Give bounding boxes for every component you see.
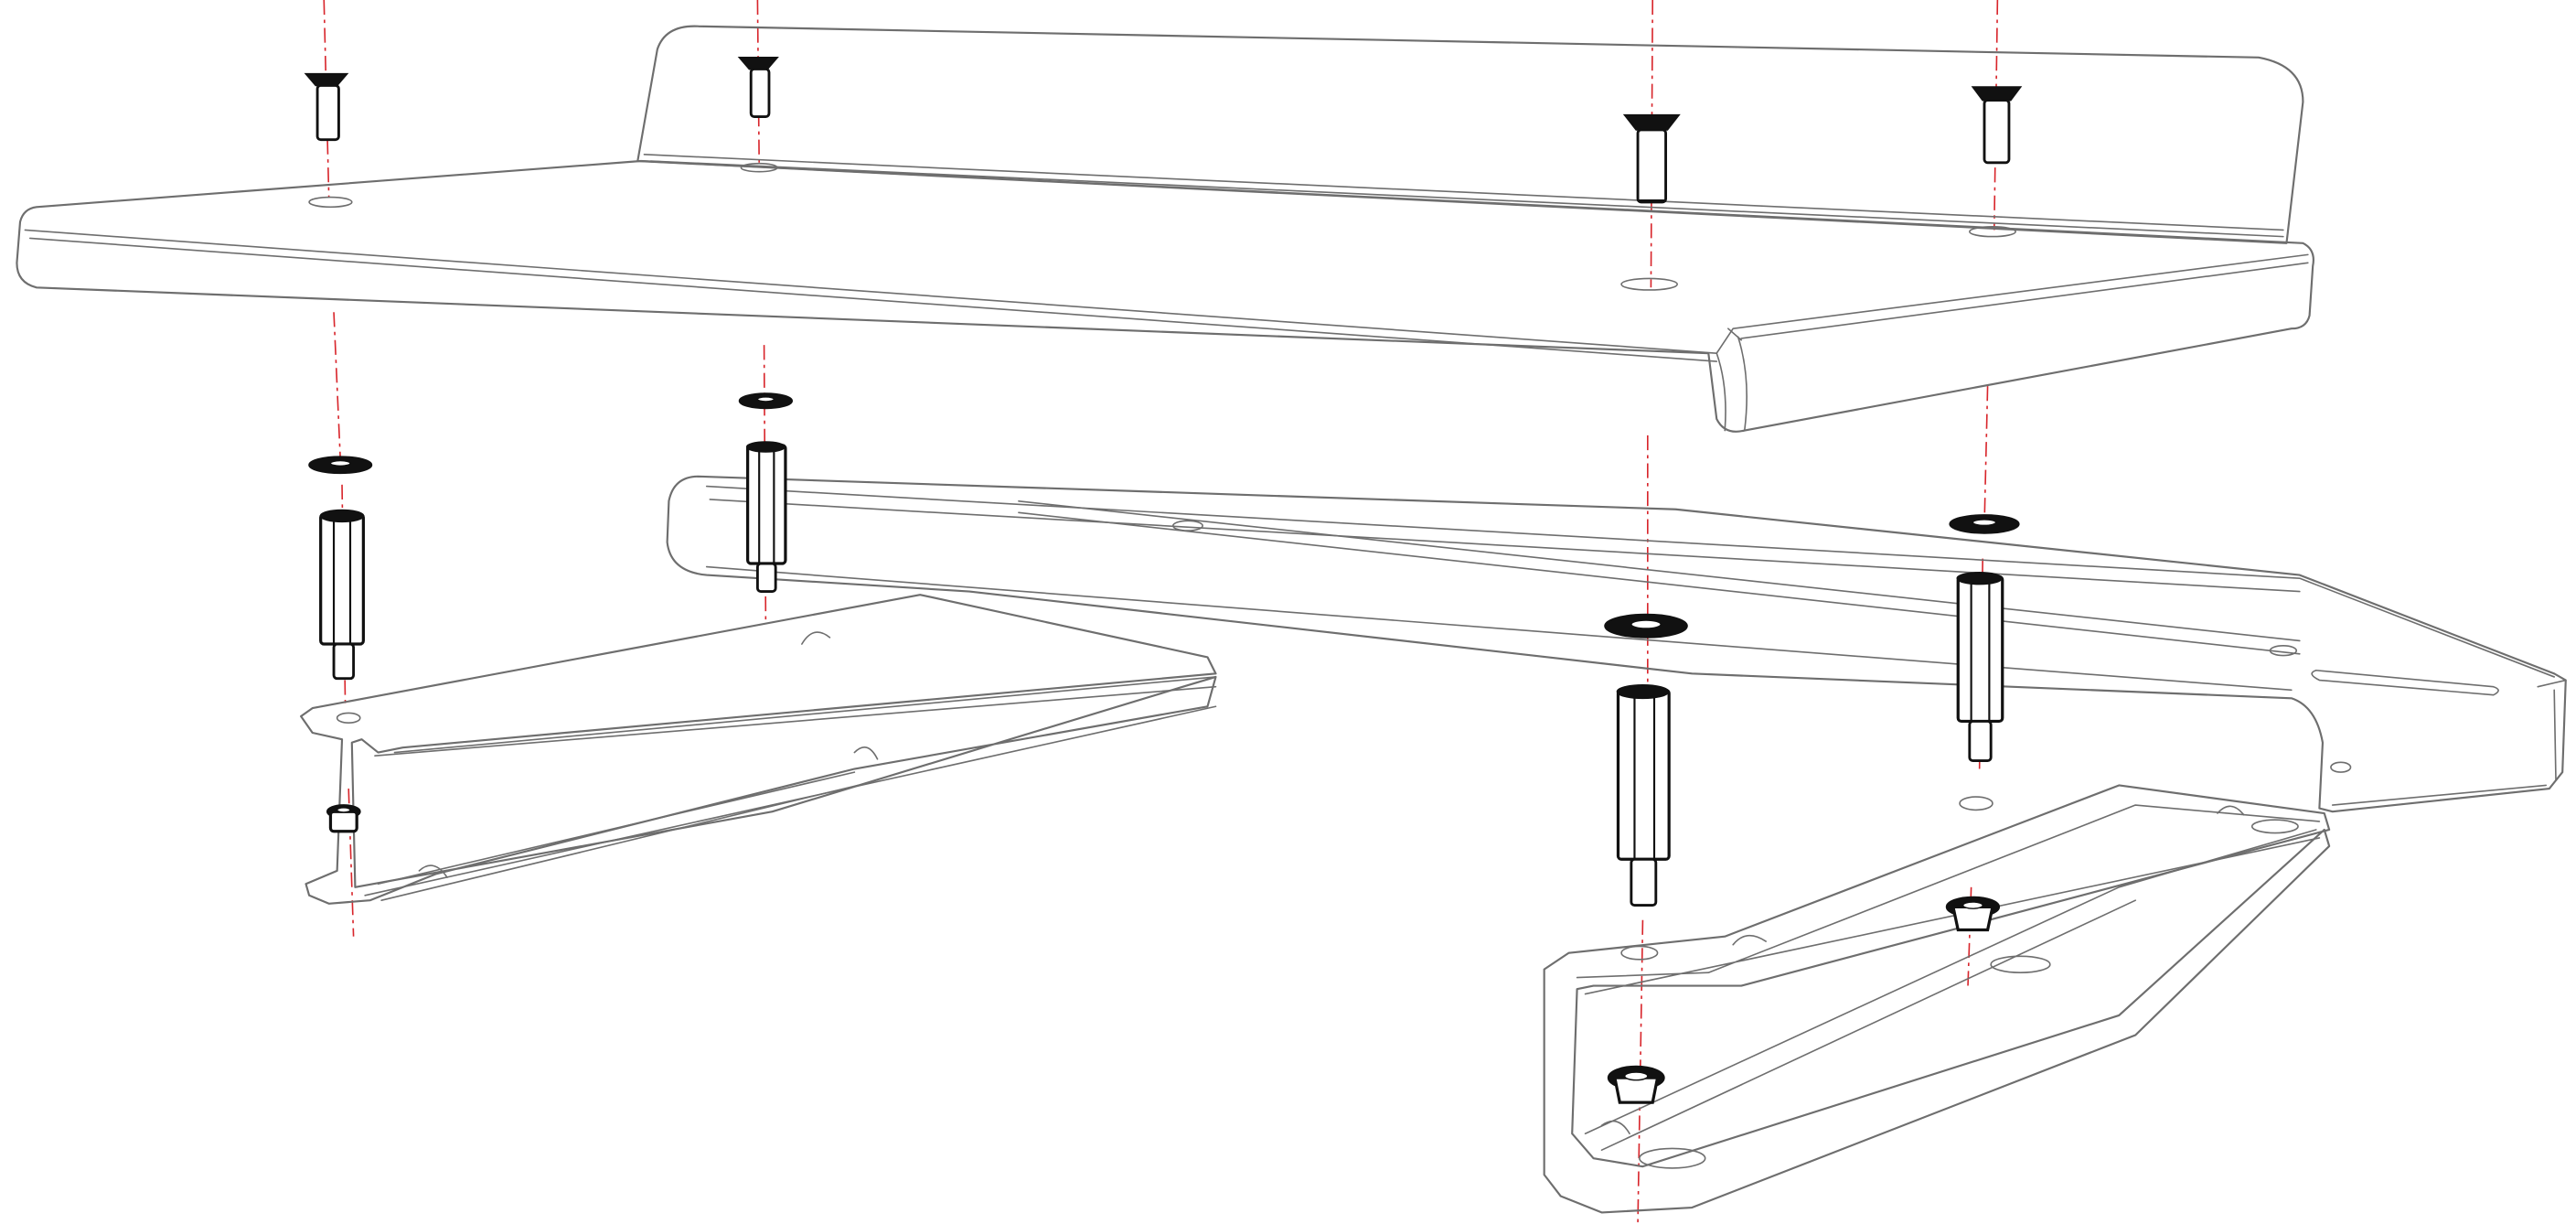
washer-2: [738, 392, 794, 410]
right-rail-hole-2: [1959, 796, 1993, 811]
shelf-hole-2: [740, 162, 778, 173]
right-rail-slot-1: [1639, 1147, 1706, 1169]
bracket-end-flange: [2537, 679, 2567, 781]
shelf-hole-4: [1969, 226, 2016, 238]
right-rail-notch: [1600, 805, 2245, 1135]
assembly-axis-lines: [323, 0, 1999, 1224]
right-rail-hole-1: [1620, 945, 1659, 961]
right-mounting-rail: [1543, 784, 2331, 1214]
shelf-corner-fold: [1716, 327, 1748, 432]
washer-4: [1949, 514, 2020, 534]
standoff-1: [319, 509, 365, 681]
shelf-back-lip: [636, 25, 2304, 244]
screw-1: [304, 72, 349, 142]
standoff-2: [745, 441, 787, 593]
bracket-slot: [2311, 669, 2499, 696]
standoff-set: [319, 441, 2004, 907]
left-rail-outline: [300, 594, 1217, 905]
nut-2: [1945, 896, 2001, 932]
shelf-front-edge-1: [24, 229, 2309, 354]
screw-set: [304, 56, 2023, 204]
shelf-hole-3: [1620, 277, 1678, 291]
bracket-hole-2: [2269, 645, 2298, 657]
right-rail-outline: [1543, 784, 2331, 1214]
shelf-top-surface: [16, 159, 2314, 433]
shelf-front-edge-2: [28, 237, 2309, 362]
right-rail-slot-3: [2250, 819, 2299, 834]
bracket-top-line: [705, 485, 2556, 678]
bracket-hole-3: [2330, 761, 2352, 773]
washer-3: [1604, 613, 1688, 639]
right-rail-web-line: [1584, 829, 2317, 1151]
left-rail-hole: [336, 712, 361, 725]
shelf-back-lip-fold: [643, 154, 2284, 238]
screw-3: [1622, 113, 1681, 204]
bracket-back-plate: [1018, 499, 2301, 655]
bracket-hole-1: [1171, 520, 1203, 531]
nut-3: [1607, 1065, 1665, 1104]
washer-1: [308, 456, 373, 475]
right-rail-slot-2: [1990, 955, 2051, 974]
left-rail-web-line: [377, 771, 859, 902]
left-rail-notch: [418, 631, 879, 878]
shelf-plate: [16, 25, 2314, 433]
screw-4: [1971, 86, 2023, 165]
nut-1: [326, 804, 361, 833]
washer-set: [308, 392, 2020, 639]
bracket-outline: [666, 475, 2567, 813]
left-mounting-rail: [300, 594, 1217, 905]
bracket-lower-line: [705, 565, 2548, 806]
standoff-4: [1956, 571, 2004, 762]
standoff-3: [1616, 684, 1671, 907]
nut-set: [326, 804, 2001, 1104]
shelf-hole-1: [308, 196, 353, 209]
rear-rail-bracket: [666, 475, 2567, 813]
screw-2: [737, 56, 779, 118]
